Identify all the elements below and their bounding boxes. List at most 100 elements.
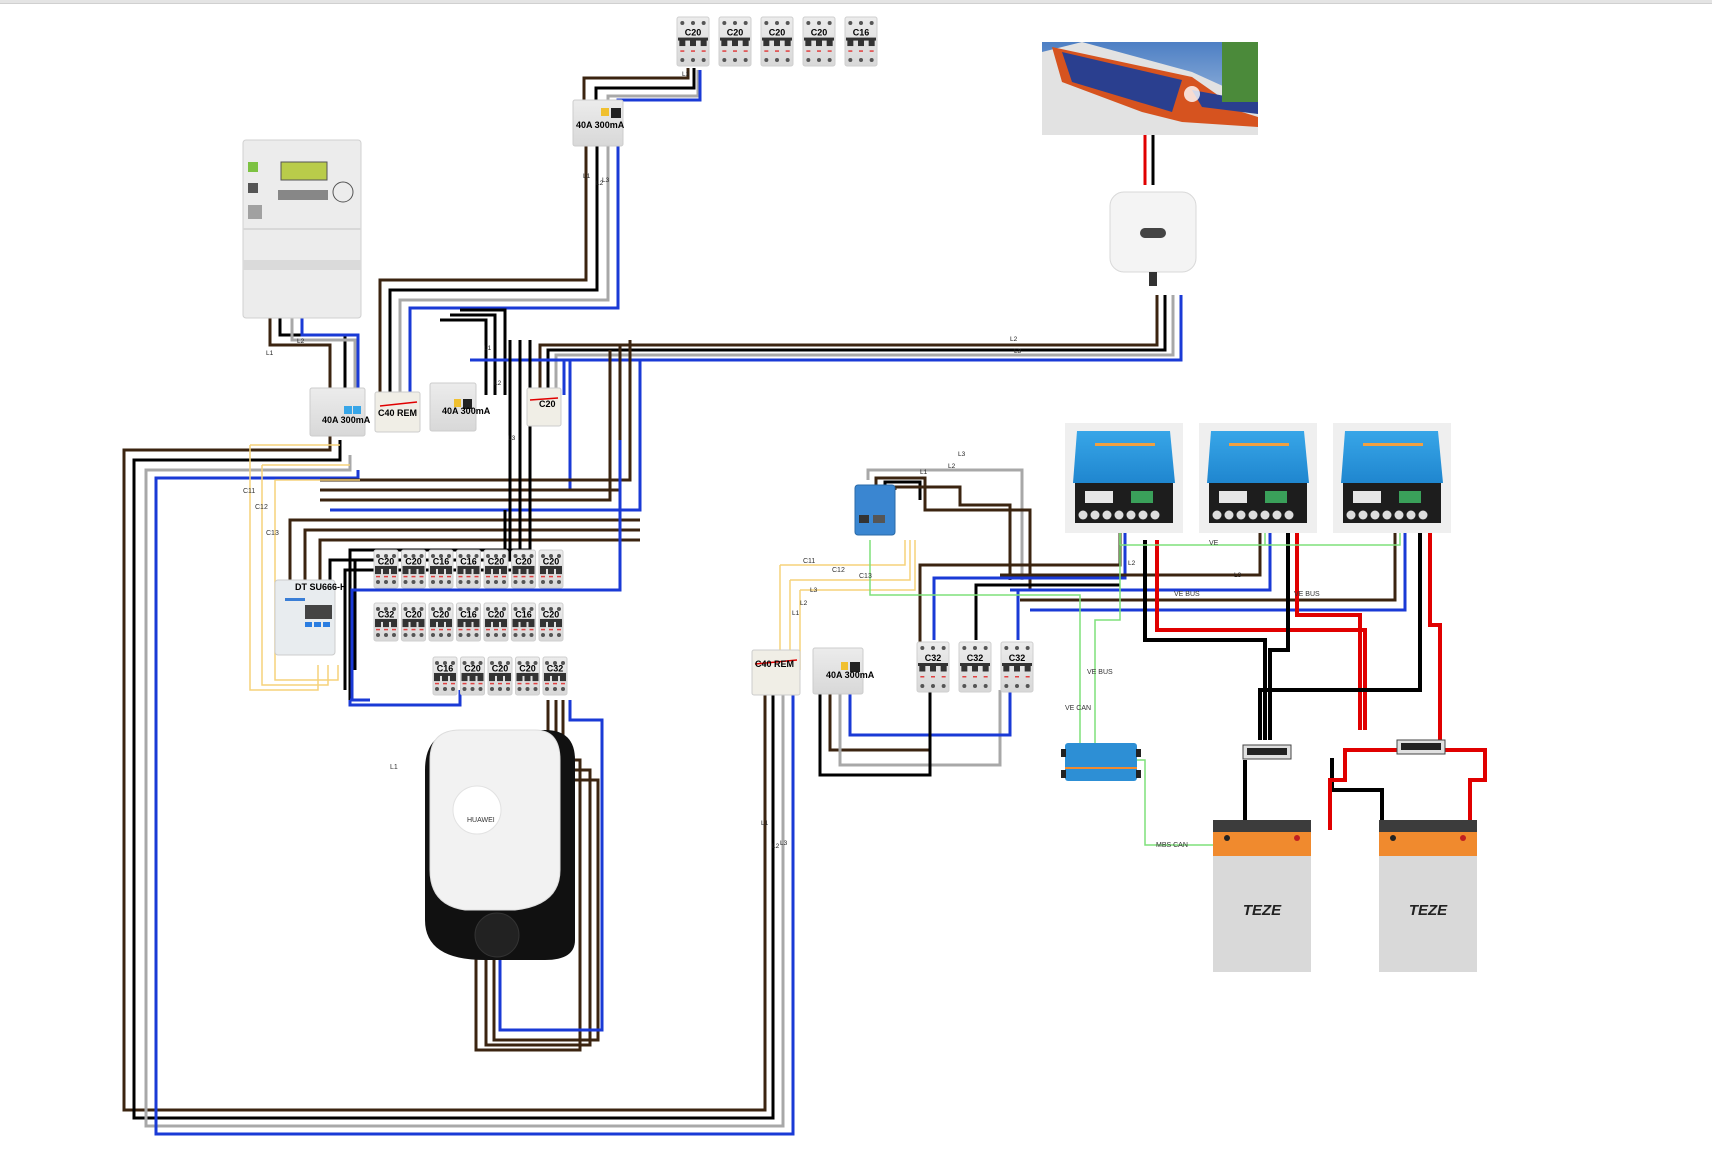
wire-label: L1 xyxy=(484,345,492,352)
solar-roof-image xyxy=(1042,42,1258,135)
top-breaker[interactable]: C20 xyxy=(718,16,752,67)
wire-label: L2 xyxy=(596,180,604,187)
rcd-label: 40A 300mA xyxy=(322,415,371,425)
battery-brand: TEZE xyxy=(1409,902,1448,919)
bus-label: VE BUS xyxy=(1087,669,1113,676)
breaker-label: C20 xyxy=(519,663,536,673)
wire-label: L3 xyxy=(810,587,818,594)
ev-charger: HUAWEI xyxy=(425,729,575,960)
victron-c40-rem[interactable]: C40 REM xyxy=(751,649,801,696)
breaker-label: C32 xyxy=(378,609,395,619)
wire-label: L3 xyxy=(508,435,516,442)
ct-wires xyxy=(249,444,916,691)
cerbo-gx xyxy=(1061,743,1141,781)
wire-label: L2 xyxy=(494,380,502,387)
victron-breaker[interactable]: C32 xyxy=(1000,641,1034,693)
rcd-label: 40A 300mA xyxy=(576,120,625,130)
wire-label: L2 xyxy=(297,338,305,345)
ct-label: C13 xyxy=(266,530,279,537)
top-breaker[interactable]: C16 xyxy=(844,16,878,67)
batteries: TEZE TEZE xyxy=(1213,820,1477,972)
row2-breaker[interactable]: C16 xyxy=(511,602,536,642)
victron-breakers: C32 C32 C32 xyxy=(916,641,1034,693)
top-breaker[interactable]: C20 xyxy=(760,16,794,67)
breaker-label: C32 xyxy=(547,663,564,673)
top-breaker[interactable]: C20 xyxy=(676,16,710,67)
row2-breaker[interactable]: C32 xyxy=(373,602,399,642)
wire-label: L2 xyxy=(1128,560,1136,567)
breaker-label: C32 xyxy=(1009,653,1026,663)
busbar-negative xyxy=(1242,744,1292,760)
row3-breaker[interactable]: C20 xyxy=(487,656,513,696)
top-breaker[interactable]: C20 xyxy=(802,16,836,67)
ev-label: L1 xyxy=(390,764,398,771)
wire-label: L1 xyxy=(761,820,769,827)
rcd-label: 40A 300mA xyxy=(442,406,491,416)
teze-battery: TEZE xyxy=(1379,820,1477,972)
main-rcd[interactable]: 40A 300mA xyxy=(309,387,371,437)
breaker-label: C20 xyxy=(464,663,481,673)
row1-breaker[interactable]: C20 xyxy=(511,549,536,589)
breaker-label: C20 xyxy=(543,556,560,566)
wire-label: L1 xyxy=(920,469,928,476)
ct-label: C11 xyxy=(803,558,815,565)
breaker-label: C32 xyxy=(967,653,984,663)
top-rcd[interactable]: 40A 300mA xyxy=(572,99,625,147)
breaker-label: C32 xyxy=(925,653,942,663)
breaker-label: C20 xyxy=(405,556,422,566)
breaker-label: C20 xyxy=(378,556,395,566)
row3-breaker[interactable]: C32 xyxy=(542,656,568,696)
bus-label: VE BUS xyxy=(1294,591,1320,598)
row3-breaker[interactable]: C20 xyxy=(515,656,540,696)
victron-multiplus-inverter xyxy=(1199,423,1317,533)
breaker-label: C16 xyxy=(853,28,870,38)
row2-breaker[interactable]: C20 xyxy=(483,602,509,642)
row3-breaker[interactable]: C16 xyxy=(432,656,458,696)
row1-breaker[interactable]: C20 xyxy=(483,549,509,589)
victron-breaker[interactable]: C32 xyxy=(958,641,992,693)
row2-breaker[interactable]: C20 xyxy=(538,602,564,642)
battery-brand: TEZE xyxy=(1243,902,1282,919)
breaker-label: C20 xyxy=(515,556,532,566)
row1-breaker[interactable]: C20 xyxy=(401,549,426,589)
wire-label: L3 xyxy=(1234,572,1242,579)
victron-multiplus-inverter xyxy=(1333,423,1451,533)
breaker-label: C20 xyxy=(685,28,702,38)
breaker-label: C16 xyxy=(515,609,532,619)
breaker-label: C40 REM xyxy=(378,408,417,418)
victron-inverters xyxy=(1065,423,1451,533)
breaker-label: C40 REM xyxy=(755,659,794,669)
c40-rem-breaker[interactable]: C40 REM xyxy=(374,391,421,433)
breaker-label: C20 xyxy=(433,609,450,619)
row1-breaker[interactable]: C16 xyxy=(456,549,481,589)
ct-label: C11 xyxy=(243,488,255,495)
rcd-2[interactable]: 40A 300mA xyxy=(429,382,491,432)
row2-breaker[interactable]: C16 xyxy=(456,602,481,642)
victron-multiplus-inverter xyxy=(1065,423,1183,533)
row2-breaker[interactable]: C20 xyxy=(401,602,426,642)
wire-label: L2 xyxy=(1010,336,1018,343)
row2-breaker[interactable]: C20 xyxy=(428,602,454,642)
bus-label: MBS CAN xyxy=(1156,842,1188,849)
row1-breaker[interactable]: C20 xyxy=(538,549,564,589)
victron-rcd[interactable]: 40A 300mA xyxy=(812,647,875,695)
victron-breaker[interactable]: C32 xyxy=(916,641,950,693)
ct-label: C13 xyxy=(859,573,872,580)
wires xyxy=(122,68,1487,1136)
breaker-label: C20 xyxy=(543,609,560,619)
meter-label: DT SU666-H xyxy=(295,582,347,592)
busbar-positive xyxy=(1396,739,1446,755)
wire-label: L3 xyxy=(602,177,610,184)
row1-breaker[interactable]: C16 xyxy=(428,549,454,589)
smart-meter xyxy=(242,139,362,319)
wire-label: L3 xyxy=(780,840,788,847)
c20-rcbo[interactable]: C20 xyxy=(526,387,562,427)
bus-label: VE xyxy=(1209,540,1219,547)
row1-breaker[interactable]: C20 xyxy=(373,549,399,589)
teze-battery: TEZE xyxy=(1213,820,1311,972)
row3-breaker[interactable]: C20 xyxy=(460,656,485,696)
